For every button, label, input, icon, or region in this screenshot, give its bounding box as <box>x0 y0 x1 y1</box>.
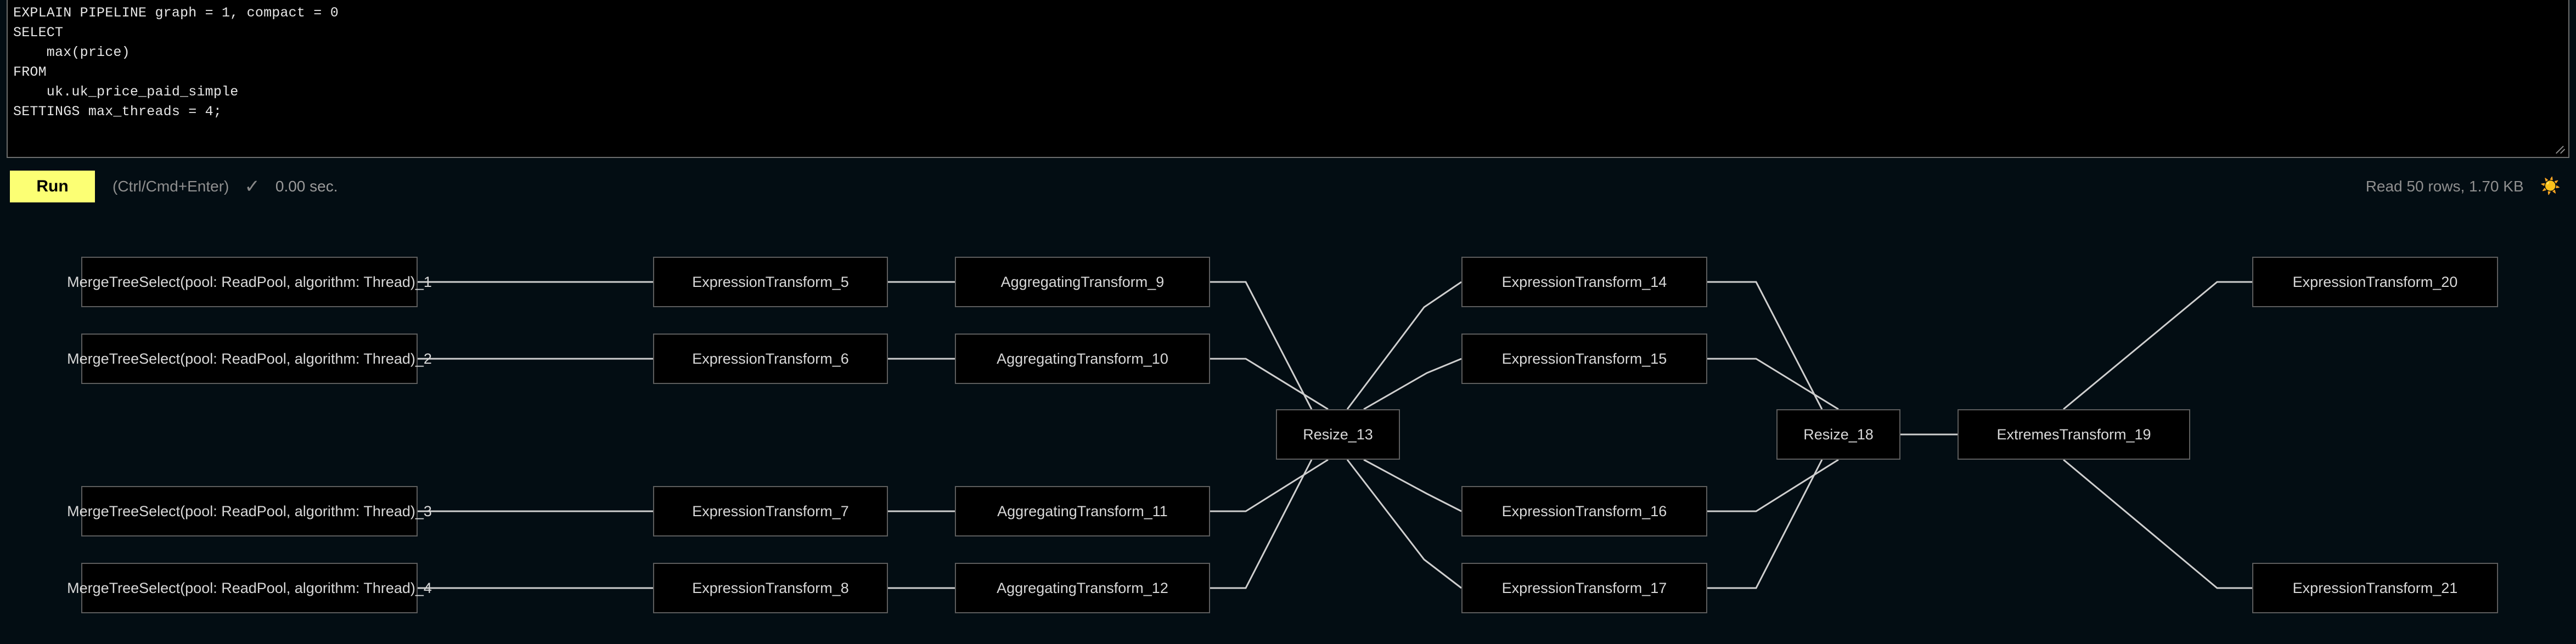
pipeline-graph[interactable]: MergeTreeSelect(pool: ReadPool, algorith… <box>0 208 2576 644</box>
graph-node-label: MergeTreeSelect(pool: ReadPool, algorith… <box>67 350 432 367</box>
graph-node-mts4[interactable]: MergeTreeSelect(pool: ReadPool, algorith… <box>67 563 432 613</box>
graph-node-et15[interactable]: ExpressionTransform_15 <box>1461 334 1707 384</box>
run-button[interactable]: Run <box>10 171 95 202</box>
graph-node-ex19[interactable]: ExtremesTransform_19 <box>1958 409 2190 460</box>
graph-node-label: Resize_18 <box>1803 426 1874 443</box>
graph-node-label: ExpressionTransform_8 <box>692 579 849 596</box>
graph-node-et17[interactable]: ExpressionTransform_17 <box>1461 563 1707 613</box>
graph-node-ag12[interactable]: AggregatingTransform_12 <box>955 563 1210 613</box>
graph-edge <box>1346 281 1462 410</box>
graph-node-label: ExpressionTransform_6 <box>692 350 849 367</box>
graph-node-label: AggregatingTransform_9 <box>1000 273 1165 290</box>
query-toolbar: Run (Ctrl/Cmd+Enter) ✓ 0.00 sec. Read 50… <box>0 165 2576 208</box>
sql-editor-container <box>7 0 2569 158</box>
graph-edge <box>1210 459 1329 512</box>
graph-edge <box>1210 459 1313 589</box>
sql-query-editor[interactable] <box>7 0 2569 158</box>
graph-edges-layer <box>418 281 2252 589</box>
graph-edge <box>2063 459 2252 589</box>
graph-node-label: ExpressionTransform_20 <box>2292 273 2458 290</box>
graph-node-mts2[interactable]: MergeTreeSelect(pool: ReadPool, algorith… <box>67 334 432 384</box>
graph-node-label: AggregatingTransform_10 <box>997 350 1168 367</box>
graph-node-et7[interactable]: ExpressionTransform_7 <box>653 486 888 536</box>
graph-node-rs13[interactable]: Resize_13 <box>1276 409 1400 460</box>
graph-node-label: ExpressionTransform_15 <box>1501 350 1667 367</box>
graph-node-label: MergeTreeSelect(pool: ReadPool, algorith… <box>67 579 432 596</box>
graph-node-label: ExpressionTransform_21 <box>2292 579 2458 596</box>
graph-node-ag11[interactable]: AggregatingTransform_11 <box>955 486 1210 536</box>
graph-node-mts3[interactable]: MergeTreeSelect(pool: ReadPool, algorith… <box>67 486 432 536</box>
graph-edge <box>1363 459 1462 512</box>
graph-node-et21[interactable]: ExpressionTransform_21 <box>2252 563 2498 613</box>
graph-node-ag10[interactable]: AggregatingTransform_10 <box>955 334 1210 384</box>
graph-node-rs18[interactable]: Resize_18 <box>1776 409 1900 460</box>
graph-edge <box>2063 281 2252 410</box>
graph-node-et14[interactable]: ExpressionTransform_14 <box>1461 257 1707 307</box>
graph-edge <box>1707 459 1823 589</box>
graph-edge <box>1707 281 1823 410</box>
graph-edge <box>1363 358 1462 410</box>
graph-node-label: AggregatingTransform_12 <box>997 579 1168 596</box>
graph-node-label: ExpressionTransform_17 <box>1501 579 1667 596</box>
graph-node-label: AggregatingTransform_11 <box>997 502 1168 519</box>
graph-node-label: ExpressionTransform_14 <box>1501 273 1667 290</box>
graph-edge <box>1707 459 1839 512</box>
graph-edge <box>1707 358 1839 410</box>
query-success-check-icon: ✓ <box>244 176 260 197</box>
elapsed-time: 0.00 sec. <box>275 178 338 195</box>
graph-node-label: ExpressionTransform_16 <box>1501 502 1667 519</box>
graph-node-et16[interactable]: ExpressionTransform_16 <box>1461 486 1707 536</box>
graph-node-label: Resize_13 <box>1303 426 1373 443</box>
graph-node-label: ExpressionTransform_7 <box>692 502 849 519</box>
graph-edge <box>1210 358 1329 410</box>
graph-node-et20[interactable]: ExpressionTransform_20 <box>2252 257 2498 307</box>
sun-icon[interactable]: ☀️ <box>2540 177 2561 195</box>
graph-edge <box>1210 281 1313 410</box>
graph-node-et8[interactable]: ExpressionTransform_8 <box>653 563 888 613</box>
graph-node-ag9[interactable]: AggregatingTransform_9 <box>955 257 1210 307</box>
read-stats: Read 50 rows, 1.70 KB <box>2365 178 2524 195</box>
graph-node-et5[interactable]: ExpressionTransform_5 <box>653 257 888 307</box>
graph-node-mts1[interactable]: MergeTreeSelect(pool: ReadPool, algorith… <box>67 257 432 307</box>
graph-edge <box>1346 459 1462 589</box>
graph-node-label: ExpressionTransform_5 <box>692 273 849 290</box>
graph-node-label: MergeTreeSelect(pool: ReadPool, algorith… <box>67 502 432 519</box>
graph-node-label: MergeTreeSelect(pool: ReadPool, algorith… <box>67 273 432 290</box>
graph-node-et6[interactable]: ExpressionTransform_6 <box>653 334 888 384</box>
graph-node-label: ExtremesTransform_19 <box>1996 426 2151 443</box>
run-shortcut-hint: (Ctrl/Cmd+Enter) <box>113 178 229 195</box>
